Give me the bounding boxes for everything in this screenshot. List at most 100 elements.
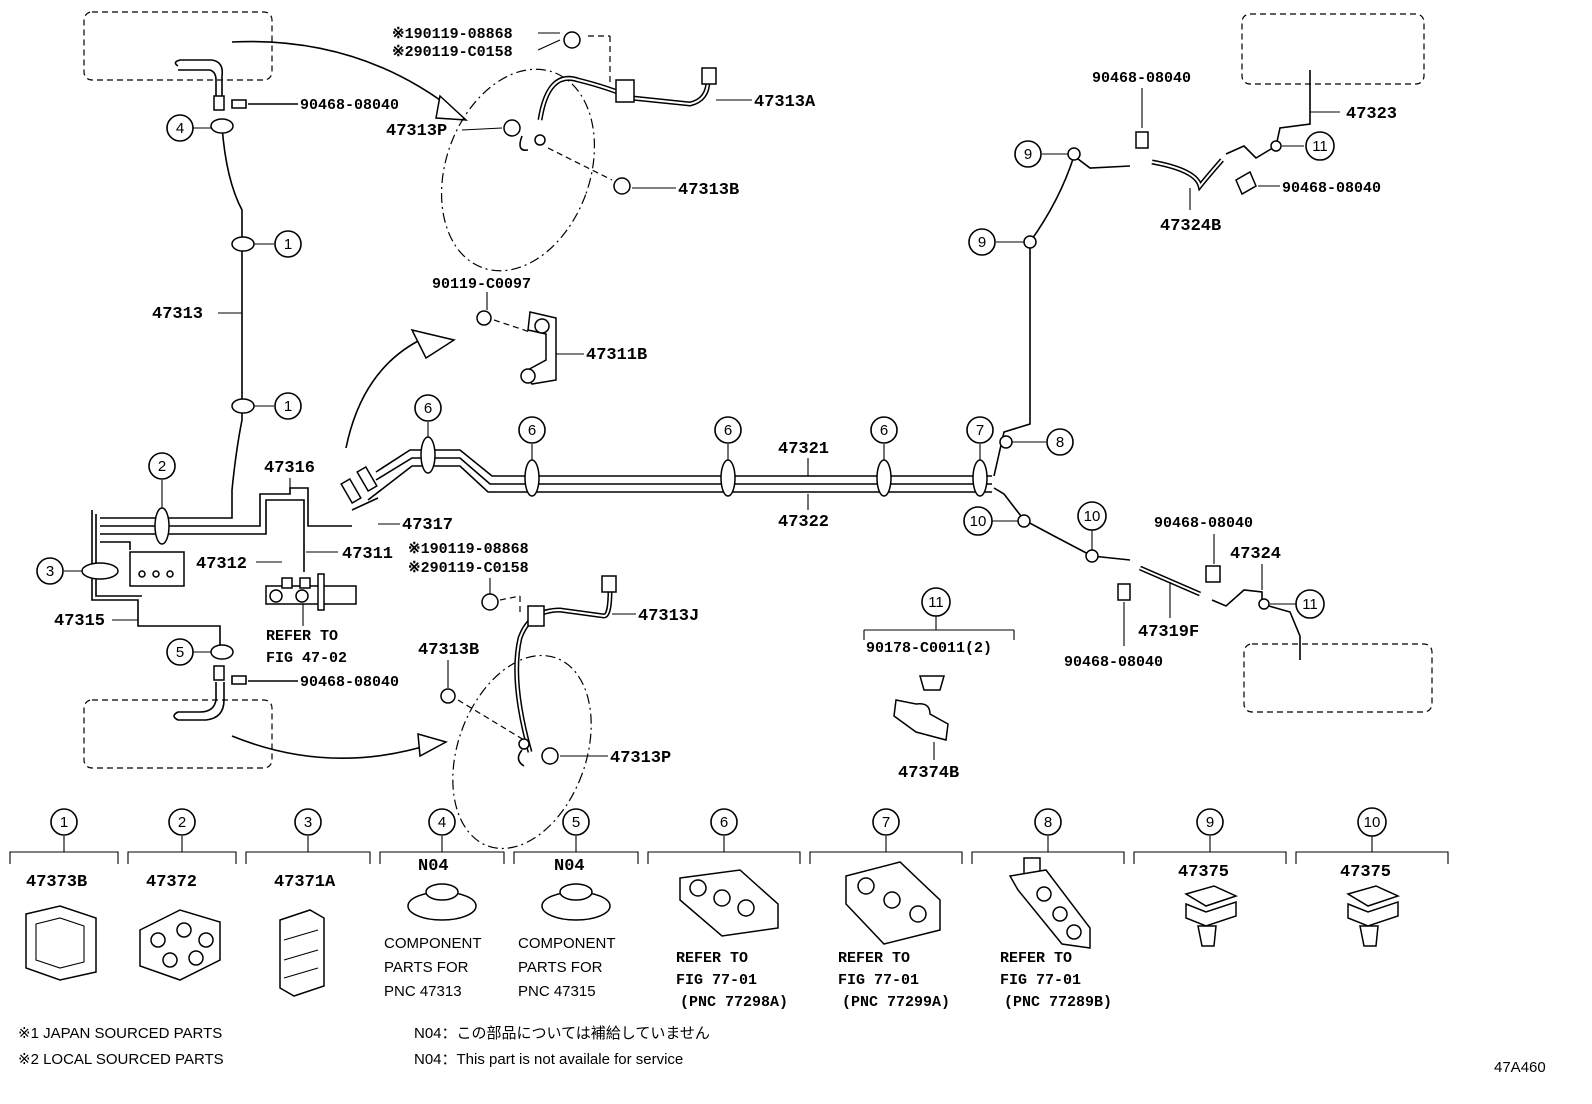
legend-6-line-2: FIG 77-01 — [676, 972, 757, 989]
svg-text:11: 11 — [1302, 596, 1318, 613]
part-47313P-bottom-label: 47313P — [610, 749, 671, 768]
nut-11-label: 90178-C0011(2) — [866, 640, 992, 657]
rear-lower-lines: 90468-08040 47324 90468-08040 47319F — [992, 487, 1433, 713]
clip-label-b: 90468-08040 — [1092, 70, 1191, 87]
legend-10-part: 47375 — [1340, 863, 1391, 882]
legend-6-number: 6 — [720, 814, 728, 831]
legend-item-7: 7 REFER TO FIG 77-01 (PNC 77299A) — [838, 808, 950, 1011]
legend-8-line-2: FIG 77-01 — [1000, 972, 1081, 989]
master-cylinder-area: REFER TO FIG 47-02 47316 47312 47311 473… — [54, 459, 453, 667]
callout-1-circle-a: 1 — [274, 230, 302, 258]
svg-text:1: 1 — [284, 236, 292, 253]
callout-11-circle-c: 11 — [921, 587, 951, 617]
svg-text:3: 3 — [46, 563, 54, 580]
legend-7-line-2: FIG 77-01 — [838, 972, 919, 989]
front-hose-assembly-top: ※190119-08868 ※290119-C0158 47313A 47313… — [386, 26, 816, 272]
callout-3-circle: 3 — [36, 557, 64, 585]
clip-label-a: 90468-08040 — [300, 97, 399, 114]
svg-text:9: 9 — [1024, 146, 1032, 163]
footnote-local: ※2 LOCAL SOURCED PARTS — [18, 1051, 224, 1068]
legend-4-number: 4 — [438, 814, 446, 831]
legend-item-10: 10 47375 — [1340, 807, 1401, 947]
footnotes: ※1 JAPAN SOURCED PARTS ※2 LOCAL SOURCED … — [18, 1025, 1546, 1076]
part-47319F-label: 47319F — [1138, 623, 1199, 642]
legend-item-5: 5 N04 COMPONENT PARTS FOR PNC 47315 — [518, 808, 616, 1000]
part-47313A-label: 47313A — [754, 93, 816, 112]
legend-4-line-2: PARTS FOR — [384, 959, 469, 976]
legend-10-number: 10 — [1364, 814, 1381, 831]
clamp-47374B: 90178-C0011(2) 47374B — [863, 614, 1015, 783]
legend-2-part: 47372 — [146, 873, 197, 892]
part-47313B-top-label: 47313B — [678, 181, 739, 200]
legend-8-number: 8 — [1044, 814, 1052, 831]
clip-label-c: 90468-08040 — [1282, 180, 1381, 197]
diagram-code: 47A460 — [1494, 1059, 1546, 1076]
rear-brake-lines: 47321 47322 — [367, 422, 992, 532]
legend-brackets — [9, 836, 1449, 864]
legend-1-part: 47373B — [26, 873, 87, 892]
front-left-area: 90468-08040 47313 — [83, 11, 469, 510]
part-47315-label: 47315 — [54, 612, 105, 631]
src-label-mid-2: ※290119-C0158 — [408, 560, 529, 577]
svg-text:6: 6 — [528, 422, 536, 439]
svg-text:10: 10 — [970, 513, 987, 530]
legend-4-part: N04 — [418, 857, 449, 876]
legend-item-8: 8 REFER TO FIG 77-01 (PNC 77289B) — [1000, 808, 1112, 1011]
part-47321-label: 47321 — [778, 440, 829, 459]
part-47323-label: 47323 — [1346, 105, 1397, 124]
legend-item-3: 3 47371A — [274, 808, 336, 997]
legend-4-line-3: PNC 47313 — [384, 983, 462, 1000]
callout-5-circle: 5 — [166, 638, 194, 666]
legend-9-part: 47375 — [1178, 863, 1229, 882]
svg-text:5: 5 — [176, 644, 184, 661]
part-47313J-label: 47313J — [638, 607, 699, 626]
refer-47-02-line2: FIG 47-02 — [266, 650, 347, 667]
footnote-japan: ※1 JAPAN SOURCED PARTS — [18, 1025, 222, 1042]
callout-9-circle-b: 9 — [968, 228, 996, 256]
svg-text:11: 11 — [1312, 138, 1328, 155]
svg-text:10: 10 — [1084, 508, 1101, 525]
legend-1-number: 1 — [60, 814, 68, 831]
part-47313B-bottom-label: 47313B — [418, 641, 479, 660]
legend-4-line-1: COMPONENT — [384, 935, 482, 952]
part-47322-label: 47322 — [778, 513, 829, 532]
clip-label-f: 90468-08040 — [300, 674, 399, 691]
legend-item-6: 6 REFER TO FIG 77-01 (PNC 77298A) — [676, 808, 788, 1011]
legend-item-1: 1 47373B — [25, 808, 97, 981]
legend-9-number: 9 — [1206, 814, 1214, 831]
svg-text:8: 8 — [1056, 434, 1064, 451]
callout-2-circle: 2 — [148, 452, 176, 480]
rear-upper-lines: 90468-08040 47323 90468-08040 47324B — [993, 13, 1425, 477]
callout-7-circle: 7 — [966, 416, 994, 444]
callout-6-circle-a: 6 — [414, 394, 442, 422]
footnote-n04-jp: N04：この部品については補給していません — [414, 1025, 710, 1042]
legend-5-part: N04 — [554, 857, 585, 876]
bracket-47311B: 90119-C0097 47311B — [345, 276, 647, 449]
callout-11-circle-a: 11 — [1305, 131, 1335, 161]
front-right-area: 90468-08040 — [83, 644, 448, 769]
svg-text:6: 6 — [880, 422, 888, 439]
callout-4-circle: 4 — [166, 114, 194, 142]
legend-item-9: 9 47375 — [1178, 808, 1239, 947]
callout-10-circle-a: 10 — [963, 506, 993, 536]
part-47316-label: 47316 — [264, 459, 315, 478]
refer-47-02-line1: REFER TO — [266, 628, 338, 645]
legend-8-line-3: (PNC 77289B) — [1004, 994, 1112, 1011]
src-label-mid-1: ※190119-08868 — [408, 541, 529, 558]
callout-circles: 4 1 1 2 3 5 6 6 6 6 7 8 9 9 11 10 10 11 … — [36, 114, 1335, 666]
legend-6-line-3: (PNC 77298A) — [680, 994, 788, 1011]
clip-label-e: 90468-08040 — [1064, 654, 1163, 671]
part-47311-label: 47311 — [342, 545, 393, 564]
part-47324-label: 47324 — [1230, 545, 1281, 564]
callout-11-circle-b: 11 — [1295, 589, 1325, 619]
legend-3-part: 47371A — [274, 873, 336, 892]
src-label-top-2: ※290119-C0158 — [392, 44, 513, 61]
part-47312-label: 47312 — [196, 555, 247, 574]
part-47313-label: 47313 — [152, 305, 203, 324]
svg-text:11: 11 — [928, 594, 944, 611]
src-label-top-1: ※190119-08868 — [392, 26, 513, 43]
bolt-top-label: 90119-C0097 — [432, 276, 531, 293]
svg-text:9: 9 — [978, 234, 986, 251]
legend-7-number: 7 — [882, 814, 890, 831]
